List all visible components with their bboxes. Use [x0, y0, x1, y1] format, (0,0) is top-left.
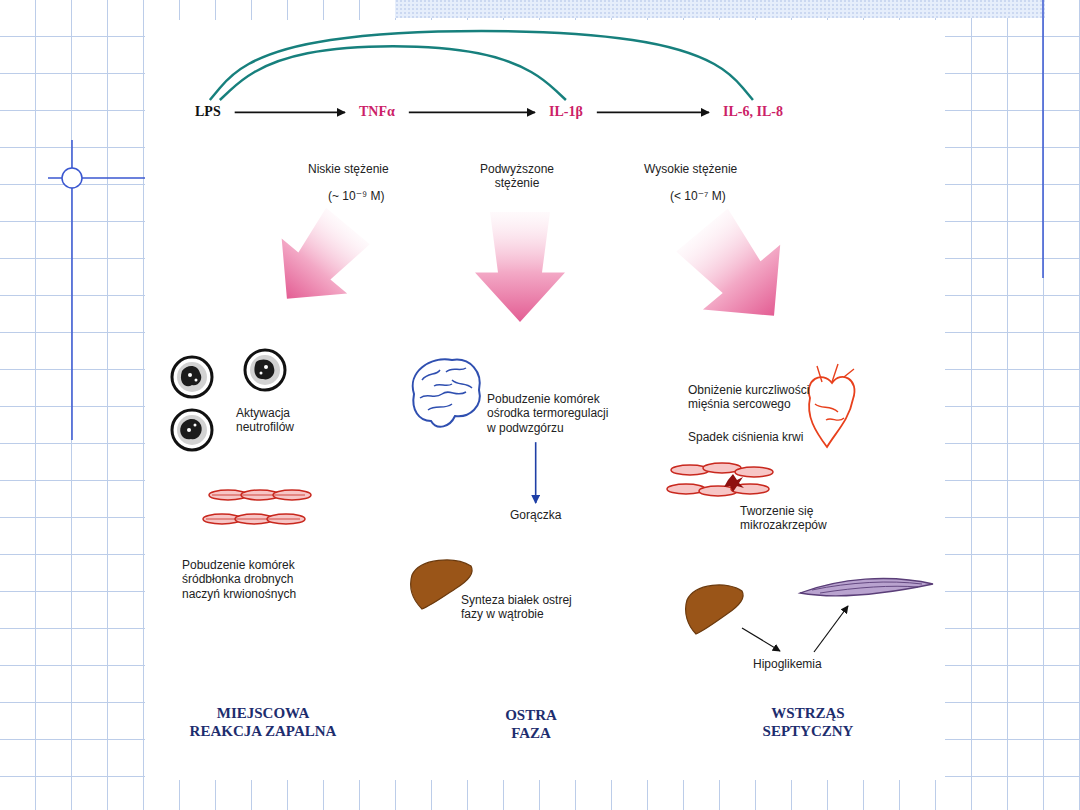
header-band — [395, 0, 1045, 18]
nucleus — [181, 366, 201, 386]
clot — [724, 474, 744, 492]
muscle-fibre — [800, 578, 933, 595]
cytoplasm — [250, 355, 280, 385]
effect-text: Pobudzenie komórek ośrodka termoregulacj… — [485, 391, 619, 436]
pointer-arrow — [814, 606, 848, 652]
pink-arrow — [663, 198, 812, 349]
microclot-icon — [667, 463, 773, 496]
cytoplasm — [177, 415, 207, 445]
effect-text: Tworzenie się mikrozakrzepów — [740, 504, 840, 533]
nucleus — [180, 419, 202, 439]
muscle-striation — [812, 582, 922, 593]
concentration-value: (~ 10⁻⁹ M) — [328, 189, 384, 203]
granule — [264, 365, 268, 369]
muscle-icon — [800, 578, 933, 595]
nucleus — [254, 360, 274, 380]
accent-circle — [62, 168, 82, 188]
accent-line — [1042, 0, 1044, 278]
neutrophil-icon — [245, 350, 285, 390]
concentration-label: Podwyższone stężenie — [467, 162, 567, 191]
cytokine-label: IL-1β — [547, 103, 585, 122]
effect-text: Pobudzenie komórek śródbłonka drobnych n… — [182, 558, 310, 601]
brain-gyri — [420, 368, 472, 410]
cell-membrane — [172, 410, 212, 450]
effect-text: Gorączka — [508, 507, 563, 523]
brain-icon — [413, 359, 480, 426]
granule — [194, 424, 197, 427]
granule — [187, 428, 191, 432]
phase-heading: OSTRA FAZA — [491, 706, 571, 742]
cell-line — [206, 495, 305, 519]
effect-text: Spadek ciśnienia krwi — [688, 430, 803, 444]
pointer-arrow — [742, 628, 780, 651]
heart-icon — [809, 364, 855, 447]
node-text: LPS — [195, 104, 221, 121]
arrow-connector — [409, 112, 535, 114]
cell-membrane — [172, 357, 212, 397]
blood-vessel-icon — [203, 490, 311, 524]
phase-heading: MIEJSCOWA REAKCJA ZAPALNA — [180, 704, 346, 740]
cytokine-label: TNFα — [357, 103, 397, 122]
effect-text: Synteza białek ostrej fazy w wątrobie — [461, 593, 589, 622]
arrow-connector — [597, 112, 709, 114]
cytoplasm — [177, 362, 207, 392]
effect-text: Hipoglikemia — [753, 657, 822, 671]
neutrophil-icon — [172, 410, 212, 450]
effect-text: Obniżenie kurczliwości mięśnia sercowego — [688, 383, 838, 412]
concentration-label: Wysokie stężenie — [644, 162, 737, 176]
granule — [195, 379, 198, 382]
granule — [260, 372, 263, 375]
effect-text: Aktywacja neutrofilów — [236, 406, 314, 435]
connector-group — [210, 31, 753, 503]
node-text: Pobudzenie komórek ośrodka termoregulacj… — [487, 392, 617, 435]
brain-outline — [413, 359, 480, 426]
node-text: IL-1β — [549, 104, 583, 121]
node-text: TNFα — [359, 104, 395, 121]
arrow-connector — [235, 112, 345, 114]
heart-outline — [809, 377, 855, 447]
cytokine-label: IL-6, IL-8 — [721, 103, 785, 122]
phase-heading: WSTRZĄS SEPTYCZNY — [743, 704, 873, 740]
liver-icon — [686, 585, 744, 634]
arrow-connector — [535, 442, 537, 503]
feedback-arc — [210, 31, 753, 100]
diagram-panel — [145, 20, 945, 780]
neutrophil-icon — [172, 357, 212, 397]
molecule-label: LPS — [193, 103, 223, 122]
blood-cell — [735, 467, 773, 477]
cell-membrane — [245, 350, 285, 390]
concentration-label: Niskie stężenie — [308, 162, 389, 176]
heart-vessels — [815, 364, 854, 420]
granule — [188, 373, 192, 377]
pink-arrow — [475, 212, 565, 322]
concentration-value: (< 10⁻⁷ M) — [670, 189, 726, 203]
pink-arrow — [254, 199, 381, 327]
node-text: IL-6, IL-8 — [723, 104, 783, 121]
node-text: Gorączka — [510, 508, 561, 522]
